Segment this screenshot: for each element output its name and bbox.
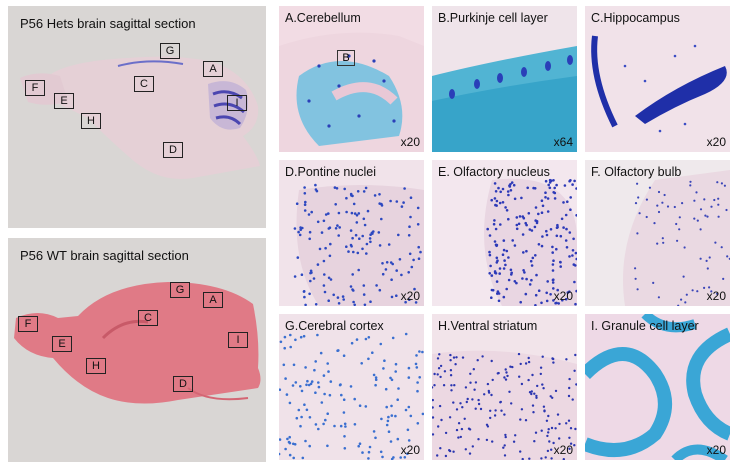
olfactory-bulb-image [623, 170, 730, 306]
magnification-a: x20 [400, 135, 420, 149]
wt-roi-e: E [52, 336, 72, 352]
wt-roi-h: H [86, 358, 106, 374]
tile-title-b: B.Purkinje cell layer [438, 11, 548, 25]
wt-roi-c: C [138, 310, 158, 326]
purkinje-image [432, 46, 577, 152]
hets-brain-image [20, 56, 260, 180]
tile-pontine: D.Pontine nuclei x20 [279, 160, 424, 306]
olfactory-nucleus-image [484, 178, 577, 306]
tile-hippocampus: C.Hippocampus x20 [585, 6, 730, 152]
hets-roi-c: C [134, 76, 154, 92]
tile-title-h: H.Ventral striatum [438, 319, 538, 333]
hippocampus-image [591, 35, 727, 133]
tile-title-e: E. Olfactory nucleus [438, 165, 550, 179]
tile-title-c: C.Hippocampus [591, 11, 680, 25]
wt-panel-title: P56 WT brain sagittal section [20, 248, 189, 263]
wt-roi-f: F [18, 316, 38, 332]
hets-roi-g: G [160, 43, 180, 59]
magnification-d: x20 [400, 289, 420, 303]
hets-roi-a: A [203, 61, 223, 77]
wt-roi-g: G [170, 282, 190, 298]
wt-roi-a: A [203, 292, 223, 308]
tile-title-i: I. Granule cell layer [591, 319, 699, 333]
hets-roi-i: I [227, 95, 247, 111]
tile-title-d: D.Pontine nuclei [285, 165, 377, 179]
tile-purkinje: B.Purkinje cell layer x64 [432, 6, 577, 152]
inset-box-b: B [337, 50, 355, 66]
tile-granule-layer: I. Granule cell layer x20 [585, 314, 730, 460]
tile-cerebellum: A.Cerebellum B x20 [279, 6, 424, 152]
hets-roi-f: F [25, 80, 45, 96]
wt-brain-image [14, 282, 261, 404]
cerebellum-image [279, 32, 424, 152]
magnification-f: x20 [706, 289, 726, 303]
pontine-image [293, 183, 424, 306]
wt-section-panel: P56 WT brain sagittal section F E H C G … [8, 238, 266, 462]
magnification-e: x20 [553, 289, 573, 303]
hets-roi-d: D [163, 142, 183, 158]
tile-title-g: G.Cerebral cortex [285, 319, 384, 333]
wt-roi-i: I [228, 332, 248, 348]
cortex-image [279, 332, 424, 460]
hets-roi-e: E [54, 93, 74, 109]
magnification-g: x20 [400, 443, 420, 457]
wt-roi-d: D [173, 376, 193, 392]
tile-cerebral-cortex: G.Cerebral cortex x20 [279, 314, 424, 460]
tile-olfactory-bulb: F. Olfactory bulb x20 [585, 160, 730, 306]
tile-title-a: A.Cerebellum [285, 11, 361, 25]
tile-title-f: F. Olfactory bulb [591, 165, 682, 179]
hets-section-panel: P56 Hets brain sagittal section F E H C … [8, 6, 266, 228]
magnification-i: x20 [706, 443, 726, 457]
granule-image [585, 314, 730, 460]
striatum-image [432, 350, 577, 460]
hets-panel-title: P56 Hets brain sagittal section [20, 16, 196, 31]
magnification-h: x20 [553, 443, 573, 457]
magnification-b: x64 [553, 135, 573, 149]
hets-roi-h: H [81, 113, 101, 129]
tile-ventral-striatum: H.Ventral striatum x20 [432, 314, 577, 460]
tile-olfactory-nucleus: E. Olfactory nucleus x20 [432, 160, 577, 306]
magnification-c: x20 [706, 135, 726, 149]
